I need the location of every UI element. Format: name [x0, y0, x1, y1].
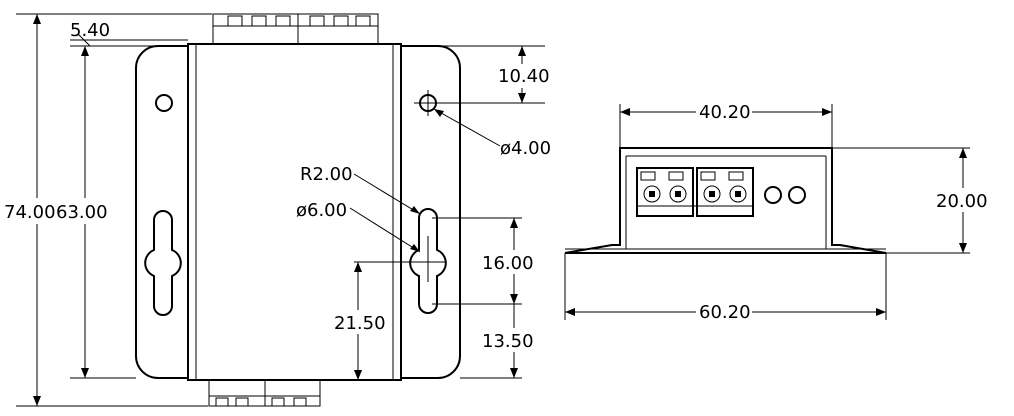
leader-hole-diameter [433, 108, 501, 147]
left-keyhole-slot [144, 210, 182, 316]
dim-right-hole-offset [402, 45, 545, 104]
leader-slot-radius [353, 173, 421, 215]
terminal-block [636, 167, 754, 217]
label-slot-height: 21.50 [334, 313, 386, 334]
side-view: 40.20 20.00 60.20 [564, 100, 988, 323]
front-view: 74.00 63.00 5.40 10.40 ø4.00 R2.00 [4, 13, 551, 407]
led-1 [764, 186, 782, 204]
label-total-height: 74.00 [4, 202, 56, 223]
label-top-offset: 5.40 [70, 20, 110, 41]
label-slot-radius: R2.00 [300, 164, 353, 185]
label-top-width: 40.20 [699, 102, 751, 123]
label-slot-diameter: ø6.00 [296, 200, 347, 221]
label-hole-diameter: ø4.00 [500, 138, 551, 159]
top-connector [212, 13, 379, 45]
dim-top-offset [70, 33, 188, 47]
left-mount-hole [155, 94, 173, 112]
label-slot-bottom: 13.50 [482, 331, 534, 352]
leader-slot-diameter [349, 207, 421, 253]
label-inner-height: 63.00 [56, 202, 108, 223]
led-2 [788, 186, 806, 204]
label-right-hole-offset: 10.40 [498, 66, 550, 87]
label-base-width: 60.20 [699, 302, 751, 323]
label-slot-length: 16.00 [482, 253, 534, 274]
label-side-height: 20.00 [936, 191, 988, 212]
